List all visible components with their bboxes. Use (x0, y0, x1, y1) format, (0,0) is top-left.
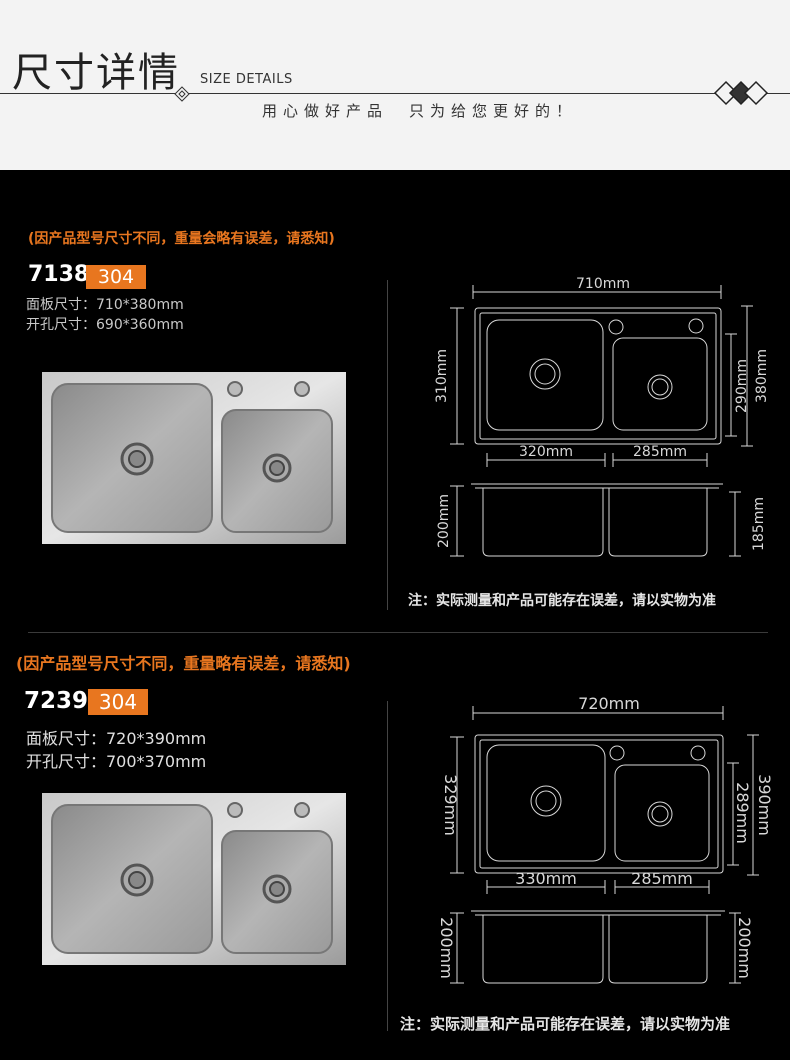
sink-dimension-diagram: 720mm 329mm 289mm 390mm 330mm 285mm 200m… (437, 694, 774, 984)
dim-bowl-right: 285mm (633, 444, 687, 460)
small-diamond-icon (174, 86, 190, 102)
dim-height-right: 200mm (735, 917, 754, 979)
product-section-7239: (因产品型号尺寸不同，重量略有误差，请悉知) 7239 304 面板尺寸：720… (0, 633, 790, 1060)
dim-depth-right-outer: 380mm (754, 349, 770, 403)
sink-dimension-diagram: 710mm 310mm 290mm 380mm 320mm 285mm 200m… (434, 276, 770, 557)
page-subtitle: SIZE DETAILS (200, 72, 293, 87)
product-section-7138: (因产品型号尺寸不同，重量会略有误差，请悉知) 7138 304 面板尺寸：71… (0, 170, 790, 632)
cutout-size: 开孔尺寸：700*370mm (26, 752, 207, 771)
dim-depth-right-outer: 390mm (755, 774, 774, 836)
slogan: 用心做好产品 只为给您更好的！ (262, 102, 578, 120)
measurement-footnote: 注：实际测量和产品可能存在误差，请以实物为准 (408, 593, 716, 609)
dim-bowl-left: 320mm (519, 444, 573, 460)
sink-photo (42, 793, 346, 965)
sink-photo (42, 372, 346, 544)
dim-depth-right-inner: 290mm (734, 359, 750, 413)
cutout-size: 开孔尺寸：690*360mm (26, 317, 184, 333)
dim-bowl-right: 285mm (631, 869, 693, 888)
measurement-footnote: 注：实际测量和产品可能存在误差，请以实物为准 (400, 1015, 731, 1033)
model-number: 7239 (24, 688, 89, 714)
page-title: 尺寸详情 (12, 50, 180, 96)
dim-depth-left: 310mm (434, 349, 450, 403)
separator-line (387, 280, 388, 610)
diamond-ornament-icon (713, 80, 769, 106)
dim-bowl-left: 330mm (515, 869, 577, 888)
separator-line (387, 701, 388, 1031)
header: 尺寸详情 SIZE DETAILS 用心做好产品 只为给您更好的！ (0, 0, 790, 170)
weight-notice: (因产品型号尺寸不同，重量会略有误差，请悉知) (28, 231, 335, 247)
dim-width: 720mm (578, 694, 640, 713)
header-rule (0, 93, 790, 94)
dim-depth-right-inner: 289mm (733, 782, 752, 844)
material-badge: 304 (88, 689, 148, 715)
weight-notice: (因产品型号尺寸不同，重量略有误差，请悉知) (16, 654, 351, 673)
dim-height-right: 185mm (751, 497, 767, 551)
material-badge: 304 (86, 265, 146, 289)
panel-size: 面板尺寸：710*380mm (26, 297, 184, 313)
dim-depth-left: 329mm (441, 774, 460, 836)
dim-height-left: 200mm (436, 494, 452, 548)
dim-height-left: 200mm (437, 917, 456, 979)
section-divider (28, 632, 768, 633)
dim-width: 710mm (576, 276, 630, 292)
panel-size: 面板尺寸：720*390mm (26, 729, 207, 748)
model-number: 7138 (28, 262, 90, 287)
